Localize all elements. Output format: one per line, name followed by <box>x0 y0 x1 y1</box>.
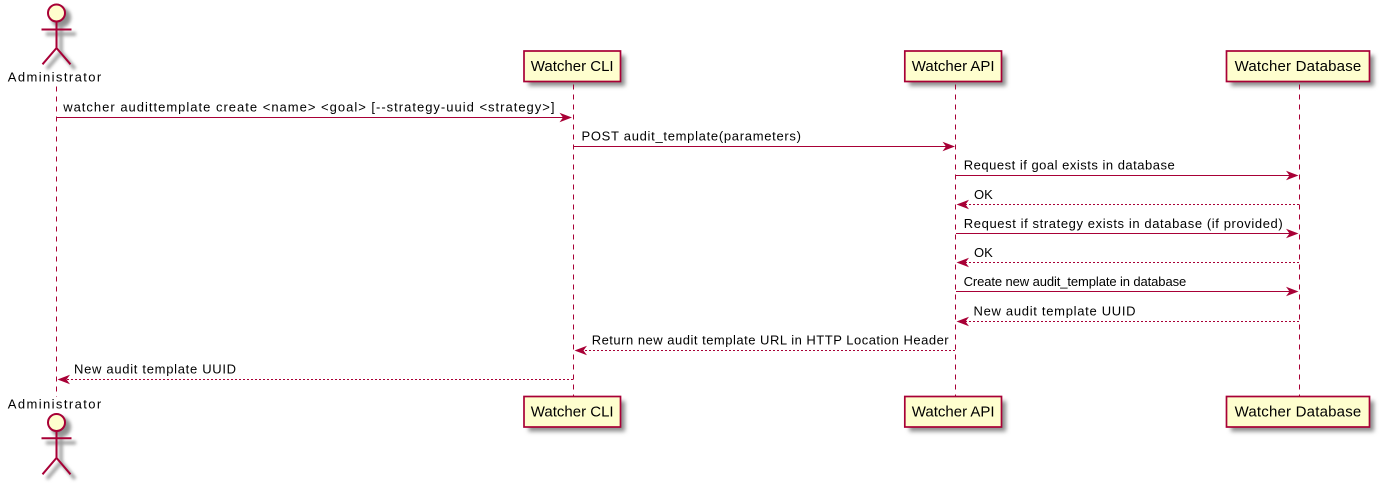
svg-text:Create new audit_template in d: Create new audit_template in database <box>964 274 1187 289</box>
svg-text:POST audit_template(parameters: POST audit_template(parameters) <box>582 129 802 144</box>
svg-text:Request if strategy exists in: Request if strategy exists in database (… <box>964 216 1284 231</box>
svg-text:watcher audittemplate create <: watcher audittemplate create <name> <goa… <box>62 99 555 114</box>
svg-text:Request if goal exists in data: Request if goal exists in database <box>964 158 1175 173</box>
svg-text:Watcher Database: Watcher Database <box>1235 403 1362 420</box>
svg-text:Return new audit template URL: Return new audit template URL in HTTP Lo… <box>592 333 950 348</box>
svg-text:Watcher API: Watcher API <box>912 58 995 75</box>
svg-text:Administrator: Administrator <box>8 397 103 412</box>
svg-text:Watcher CLI: Watcher CLI <box>531 58 614 75</box>
svg-text:Watcher API: Watcher API <box>912 403 995 420</box>
svg-text:OK: OK <box>974 187 993 202</box>
svg-text:Watcher CLI: Watcher CLI <box>531 403 614 420</box>
svg-text:New audit template UUID: New audit template UUID <box>74 362 237 377</box>
svg-text:Administrator: Administrator <box>8 69 103 84</box>
svg-text:Watcher Database: Watcher Database <box>1235 58 1362 75</box>
svg-text:OK: OK <box>974 245 993 260</box>
svg-text:New audit template UUID: New audit template UUID <box>974 303 1137 318</box>
